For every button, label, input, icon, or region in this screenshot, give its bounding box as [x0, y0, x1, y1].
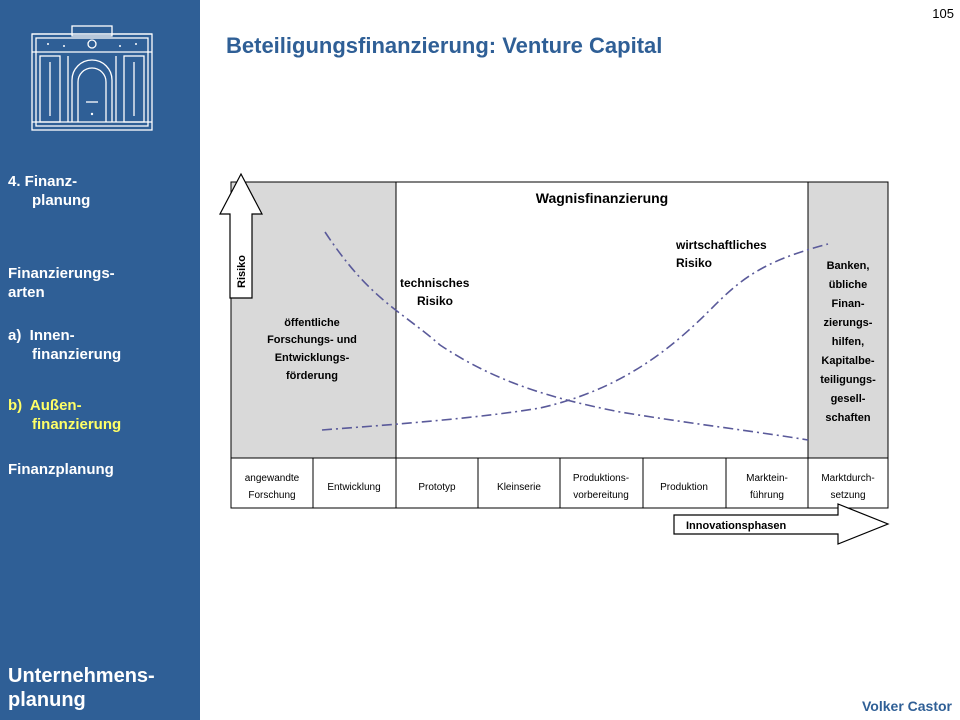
phase-cell: angewandte	[245, 473, 300, 484]
risk-axis-label: Risiko	[236, 255, 248, 288]
right-box-text: gesell-	[831, 393, 866, 405]
sidebar-item-line: 4. Finanz-	[8, 173, 78, 190]
technical-risk-label: technisches	[400, 276, 470, 290]
right-box-text: übliche	[829, 279, 868, 291]
phase-cell: Marktein-	[746, 473, 788, 484]
sidebar-item-line: a) Innen-	[8, 327, 75, 344]
right-box-text: Kapitalbe-	[821, 355, 875, 367]
author-name: Volker Castor	[862, 698, 952, 714]
right-box-text: Finan-	[832, 298, 865, 310]
right-box-text: hilfen,	[832, 336, 864, 348]
sidebar-item-line: Finanzierungs-	[8, 265, 115, 282]
sidebar-item-line: b) Außen-	[8, 397, 82, 414]
phase-cell: Forschung	[248, 490, 295, 501]
right-box-text: teiligungs-	[820, 374, 876, 386]
right-box-text: Banken,	[827, 260, 870, 272]
section-title: Unternehmens- planung	[8, 664, 155, 712]
right-shaded-area	[808, 182, 888, 458]
diagram-header: Wagnisfinanzierung	[536, 190, 668, 206]
sidebar: 4. Finanz- planung Finanzierungs- arten …	[0, 0, 200, 720]
right-box-text: schaften	[825, 412, 871, 424]
page-number: 105	[932, 6, 954, 21]
section-title-line: Unternehmens-	[8, 665, 155, 687]
right-box-text: zierungs-	[824, 317, 873, 329]
sidebar-item-line: finanzierung	[32, 346, 122, 363]
economic-risk-curve	[321, 243, 829, 431]
sidebar-item-line: arten	[8, 284, 45, 301]
building-facade-icon	[31, 25, 153, 131]
sidebar-item-line: finanzierung	[32, 416, 122, 433]
left-box-text: förderung	[286, 370, 338, 382]
sidebar-item-aussenfinanzierung[interactable]: b) Außen- finanzierung	[8, 396, 121, 434]
left-box-text: Entwicklungs-	[275, 352, 350, 364]
section-title-line: planung	[8, 689, 86, 711]
technical-risk-label: Risiko	[417, 294, 453, 308]
sidebar-item-innenfinanzierung[interactable]: a) Innen- finanzierung	[8, 326, 121, 364]
phase-cell: Marktdurch-	[821, 473, 874, 484]
phase-cell: Produktions-	[573, 473, 629, 484]
phase-cell: Entwicklung	[327, 482, 380, 493]
left-box-text: öffentliche	[284, 317, 340, 329]
innovation-arrow-label: Innovationsphasen	[686, 520, 787, 532]
phase-cell: vorbereitung	[573, 490, 629, 501]
phase-cell: Prototyp	[418, 482, 456, 493]
economic-risk-label: Risiko	[676, 256, 712, 270]
sidebar-item-finanzierungsarten[interactable]: Finanzierungs- arten	[8, 264, 115, 302]
sidebar-item-line: planung	[32, 192, 91, 209]
risk-arrow	[219, 172, 263, 299]
page-title: Beteiligungsfinanzierung: Venture Capita…	[226, 33, 663, 58]
phase-cell: führung	[750, 490, 784, 501]
phase-cell: Produktion	[660, 482, 708, 493]
economic-risk-label: wirtschaftliches	[675, 238, 767, 252]
sidebar-item-finanzplanung-chapter[interactable]: 4. Finanz- planung	[8, 172, 90, 210]
sidebar-item-finanzplanung[interactable]: Finanzplanung	[8, 460, 114, 479]
phase-cell: Kleinserie	[497, 482, 541, 493]
phase-cell: setzung	[830, 490, 865, 501]
phase-table-dividers	[312, 458, 809, 508]
left-shaded-area	[231, 182, 396, 458]
innovation-arrow	[673, 503, 890, 545]
technical-risk-curve	[324, 231, 809, 441]
sidebar-item-line: Finanzplanung	[8, 461, 114, 478]
left-box-text: Forschungs- und	[267, 334, 357, 346]
